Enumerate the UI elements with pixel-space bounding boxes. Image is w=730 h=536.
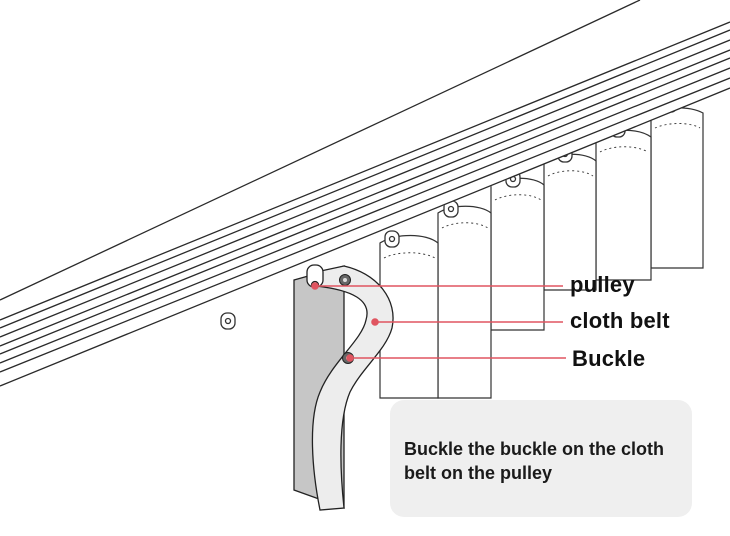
label-cloth-belt: cloth belt (570, 308, 670, 333)
buckle-rivet-top (339, 274, 351, 286)
pulley-hook (384, 230, 400, 248)
label-pulley: pulley (570, 272, 635, 297)
front-slat-cutaway (293, 264, 394, 511)
leader-lines (311, 282, 566, 362)
curtain-slat (595, 129, 652, 281)
instruction-text: Buckle the buckle on the cloth belt on t… (404, 439, 665, 483)
curtain-slat (490, 177, 545, 331)
curtain-slat (543, 153, 597, 291)
curtain-slat (650, 107, 704, 269)
instruction-note: Buckle the buckle on the cloth belt on t… (390, 400, 692, 517)
curtain-slat (437, 205, 492, 399)
pulley-hook (220, 312, 236, 330)
curtain-rail (0, 0, 730, 388)
label-buckle: Buckle (572, 346, 646, 371)
pulley-hook (443, 200, 459, 218)
cloth-belt-shape (311, 265, 394, 511)
